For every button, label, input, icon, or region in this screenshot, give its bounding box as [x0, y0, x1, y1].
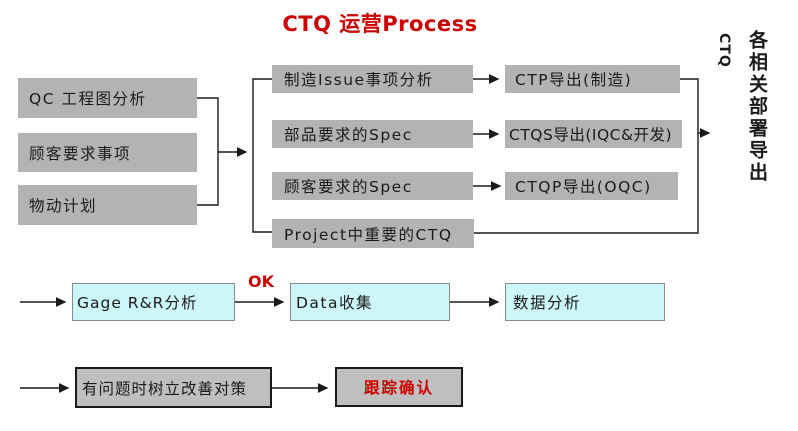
step-box-data-analysis: 数据分析: [505, 283, 665, 321]
diagram-title: CTQ 运营Process: [282, 12, 478, 36]
output-box-ctqp-oqc: CTQP导出(OQC): [505, 172, 678, 200]
output-box-ctp-manufacturing: CTP导出(制造): [505, 65, 680, 93]
step-box-tracking-confirmation: 跟踪确认: [335, 367, 463, 407]
outputs-collector-line: [474, 78, 699, 234]
ctq-vertical-label: CTQ: [716, 33, 732, 68]
output-box-ctqs-iqc-development: CTQS导出(IQC&开发): [505, 120, 682, 148]
departments-export-vertical-label: 各相关部署导出: [746, 30, 768, 184]
analysis-box-component-spec: 部品要求的Spec: [272, 120, 473, 148]
step-box-gage-rr-analysis: Gage R&R分析: [72, 283, 235, 321]
analysis-box-project-important-ctq: Project中重要的CTQ: [272, 219, 474, 248]
analyses-bracket-line: [252, 78, 272, 233]
ok-label: OK: [248, 272, 274, 291]
left-bracket-line: [197, 97, 219, 206]
input-box-logistics-plan: 物动计划: [18, 185, 197, 225]
input-box-qc-drawing-analysis: QC 工程图分析: [18, 78, 197, 118]
input-box-customer-requirements: 顾客要求事项: [18, 133, 197, 172]
analysis-box-manufacturing-issue: 制造Issue事项分析: [272, 65, 473, 93]
step-box-data-collection: Data收集: [290, 283, 450, 321]
analysis-box-customer-spec: 顾客要求的Spec: [272, 172, 473, 200]
step-box-improvement-countermeasure: 有问题时树立改善对策: [75, 367, 272, 408]
